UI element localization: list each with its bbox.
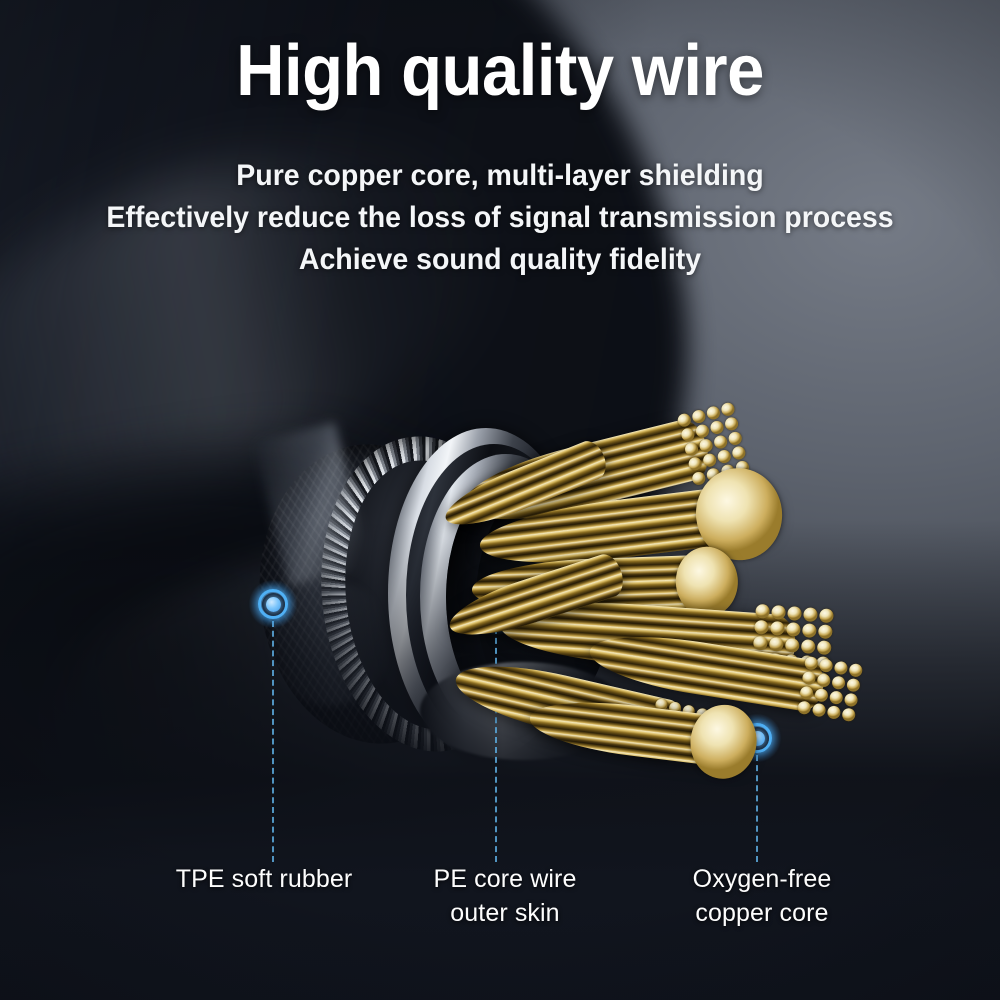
- page-title: High quality wire: [236, 31, 764, 111]
- callout-label-line: PE core wire: [433, 865, 577, 893]
- callout-leader-line-tpe-soft-rubber: [272, 621, 274, 862]
- subtitle-line-3: Achieve sound quality fidelity: [298, 243, 702, 276]
- callout-leader-line-pe-core-wire-outer-skin: [495, 628, 497, 862]
- marker-dot-icon: [265, 596, 281, 612]
- callout-label-tpe-soft-rubber: TPE soft rubber: [176, 862, 353, 896]
- marker-ring-icon: [258, 589, 288, 619]
- callout-label-line: copper core: [695, 899, 829, 927]
- copper-strand-cut-face: [796, 655, 864, 723]
- callout-label-oxygen-free-copper-core: Oxygen-free copper core: [693, 862, 832, 930]
- callout-leader-line-oxygen-free-copper-core: [756, 755, 758, 862]
- callout-marker-tpe-soft-rubber[interactable]: [249, 580, 297, 628]
- callout-label-line: outer skin: [450, 899, 560, 927]
- subtitle-line-2: Effectively reduce the loss of signal tr…: [106, 201, 894, 234]
- callout-label-line: Oxygen-free: [692, 865, 832, 893]
- subtitle-line-1: Pure copper core, multi-layer shielding: [236, 159, 764, 192]
- subtitle-block: Pure copper core, multi-layer shielding …: [25, 155, 975, 281]
- callout-label-line: TPE soft rubber: [175, 865, 353, 893]
- callout-label-pe-core-wire-outer-skin: PE core wire outer skin: [434, 862, 577, 930]
